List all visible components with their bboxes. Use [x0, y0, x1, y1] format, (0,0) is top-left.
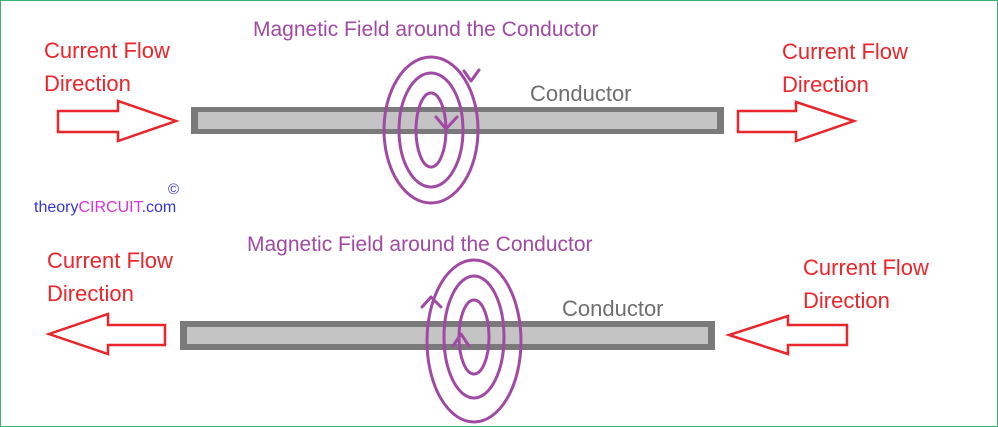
label-line: Direction — [803, 288, 890, 313]
chevron-arrowhead-icon — [462, 68, 481, 83]
watermark-prefix: theory — [34, 199, 79, 216]
top-field-label: Magnetic Field around the Conductor — [253, 18, 599, 41]
top-conductor — [191, 107, 724, 134]
site-watermark: theoryCIRCUIT.com — [34, 200, 176, 216]
label-line: Current Flow — [44, 38, 170, 63]
bottom-field-label: Magnetic Field around the Conductor — [247, 233, 593, 256]
top-right-current-label: Current Flow Direction — [782, 35, 908, 101]
watermark-suffix: .com — [141, 199, 177, 216]
label-line: Direction — [44, 71, 131, 96]
label-line: Current Flow — [803, 255, 929, 280]
bottom-right-current-label: Current Flow Direction — [803, 251, 929, 317]
hollow-block-arrow-icon — [736, 100, 858, 143]
label-line: Direction — [782, 72, 869, 97]
chevron-arrowhead-icon — [434, 115, 459, 131]
hollow-block-arrow-icon — [56, 99, 180, 143]
bottom-conductor-label: Conductor — [562, 296, 664, 321]
chevron-arrowhead-icon — [451, 332, 471, 348]
hollow-block-arrow-icon — [724, 314, 849, 356]
top-left-current-label: Current Flow Direction — [44, 34, 170, 100]
label-line: Current Flow — [782, 39, 908, 64]
bottom-conductor — [180, 321, 715, 350]
chevron-arrowhead-icon — [420, 295, 443, 309]
label-line: Current Flow — [47, 248, 173, 273]
hollow-block-arrow-icon — [45, 312, 167, 356]
top-conductor-label: Conductor — [530, 81, 632, 106]
watermark-accent: CIRCUIT — [78, 199, 142, 216]
copyright-symbol: © — [168, 181, 180, 198]
label-line: Direction — [47, 281, 134, 306]
bottom-left-current-label: Current Flow Direction — [47, 244, 173, 310]
